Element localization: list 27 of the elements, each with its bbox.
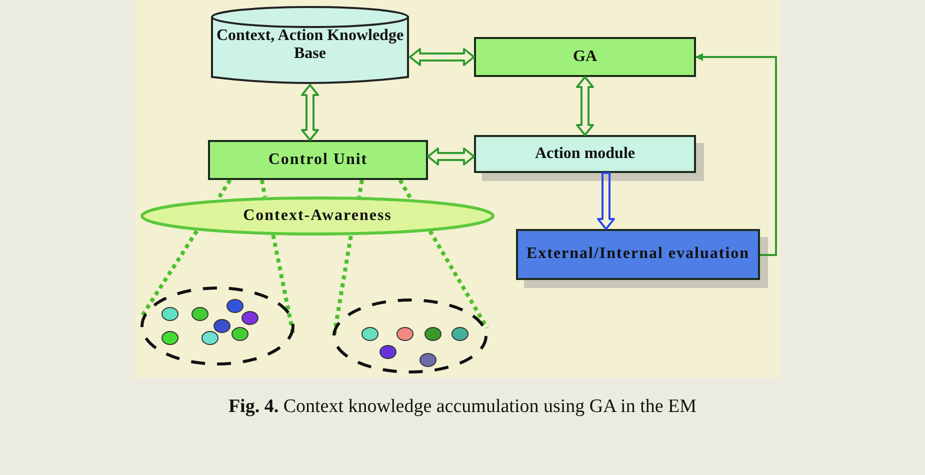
arrow: [576, 76, 594, 136]
node-label: Control Unit: [267, 150, 369, 170]
node-label: GA: [572, 48, 598, 66]
item-cluster-drawing: [332, 298, 488, 374]
process-box: [474, 37, 696, 77]
arrow: [695, 53, 777, 256]
item-cluster-drawing: [140, 286, 295, 366]
node-label: External/Internal evaluation: [525, 245, 751, 264]
dotted-line: [271, 234, 295, 334]
process-box: [208, 140, 428, 180]
dotted-line: [398, 179, 413, 200]
node-label: Context-Awareness: [242, 206, 393, 226]
figure-caption: Fig. 4. Context knowledge accumulation using GA in the EM: [227, 396, 698, 418]
node-label: Action module: [534, 144, 636, 164]
arrow: [597, 172, 615, 230]
arrow: [409, 48, 475, 66]
node-label: Context, Action Knowledge Base: [215, 26, 405, 64]
context-ellipse: [140, 196, 495, 236]
database-cylinder: [210, 5, 410, 85]
arrow: [301, 84, 319, 141]
dotted-line: [428, 230, 489, 330]
dotted-line: [357, 180, 364, 198]
dotted-line: [216, 178, 232, 200]
arrow: [427, 148, 475, 166]
dotted-line: [260, 180, 267, 198]
dotted-line: [140, 230, 198, 318]
dotted-line: [332, 236, 353, 336]
